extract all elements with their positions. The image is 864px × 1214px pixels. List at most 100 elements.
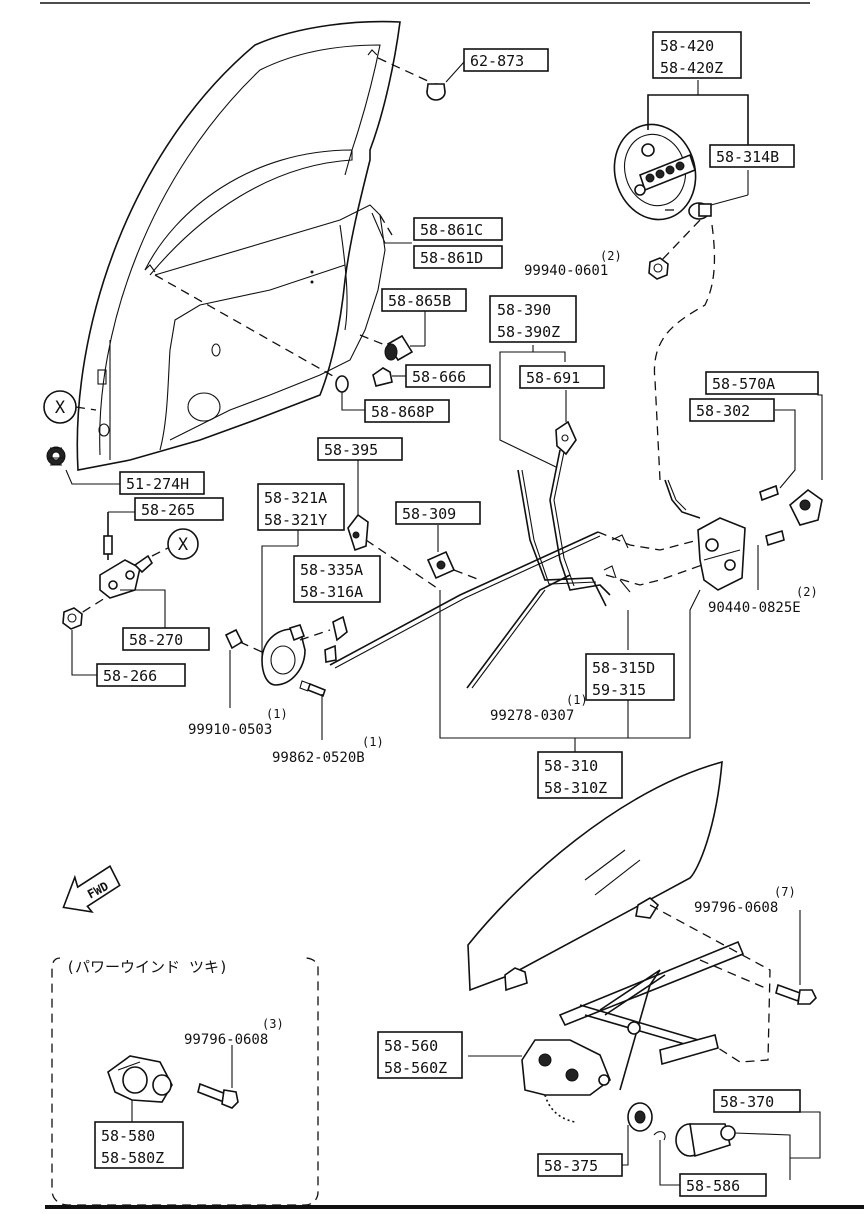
window-regulator — [521, 940, 745, 1123]
label-58868p-text: 58-868P — [371, 403, 434, 421]
label-99796a: 99796-0608 — [694, 900, 778, 916]
rods — [329, 449, 611, 689]
x-marker-label-1: X — [55, 398, 66, 418]
label-58580z-text: 58-580Z — [101, 1149, 164, 1167]
label-58321a-text: 58-321A — [264, 489, 327, 507]
label-58321a: 58-321A 58-321Y — [257, 483, 345, 531]
screw-99862 — [299, 680, 326, 698]
lock-cylinder-58314b — [688, 202, 712, 220]
label-58586-text: 58-586 — [686, 1177, 740, 1195]
label-58570a-text: 58-570A — [712, 375, 775, 393]
label-58265-text: 58-265 — [141, 501, 195, 519]
label-58666-text: 58-666 — [412, 368, 466, 386]
label-62873: 62-873 — [463, 48, 549, 72]
label-58580-text: 58-580 — [101, 1127, 155, 1145]
label-58420: 58-420 58-420Z — [652, 31, 742, 79]
label-58265: 58-265 — [134, 497, 224, 521]
label-58666: 58-666 — [405, 364, 491, 388]
pad-58666 — [372, 367, 393, 387]
label-58586: 58-586 — [679, 1173, 767, 1197]
label-58270-text: 58-270 — [129, 631, 183, 649]
label-90440: 90440-0825E — [708, 600, 801, 616]
label-58570a: 58-570A — [705, 371, 819, 395]
screw-90440 — [765, 529, 785, 547]
qty-99796b: (3) — [262, 1017, 284, 1031]
plug-58868p — [335, 375, 349, 393]
label-58302-text: 58-302 — [696, 402, 750, 420]
bolt-99796-3 — [197, 1082, 239, 1109]
washer-58375 — [627, 1102, 653, 1132]
x-marker-2: X — [167, 528, 199, 560]
label-58390: 58-390 58-390Z — [489, 295, 577, 343]
label-58314b: 58-314B — [709, 144, 795, 168]
label-58560z-text: 58-560Z — [384, 1059, 447, 1077]
label-58395: 58-395 — [317, 437, 403, 461]
nut-99940 — [648, 257, 669, 280]
label-58310-text: 58-310 — [544, 757, 598, 775]
clip-99910 — [224, 628, 244, 650]
label-58560: 58-560 58-560Z — [377, 1031, 463, 1079]
label-99278: 99278-0307 — [490, 708, 574, 724]
label-58861d-text: 58-861D — [420, 249, 483, 267]
label-58335a: 58-335A 58-316A — [293, 555, 381, 603]
label-62873-text: 62-873 — [470, 52, 524, 70]
label-58370: 58-370 — [713, 1089, 801, 1113]
label-58310: 58-310 58-310Z — [537, 751, 623, 799]
label-99862: 99862-0520B — [272, 750, 365, 766]
nut-58266 — [62, 607, 83, 630]
label-58370-text: 58-370 — [720, 1093, 774, 1111]
label-58420-text: 58-420 — [660, 37, 714, 55]
label-58691: 58-691 — [519, 365, 605, 389]
label-58321y-text: 58-321Y — [264, 511, 327, 529]
qty-99796a: (7) — [774, 885, 796, 899]
qty-99910: (1) — [266, 707, 288, 721]
label-58315d: 58-315D 59-315 — [585, 653, 675, 701]
inner-handle-58321a — [261, 624, 306, 686]
label-58865b-text: 58-865B — [388, 292, 451, 310]
label-51274h-text: 51-274H — [126, 475, 189, 493]
label-58375: 58-375 — [537, 1153, 623, 1177]
door-glass — [467, 760, 723, 992]
label-58315d-text: 58-315D — [592, 659, 655, 677]
x-marker-1: X — [43, 390, 77, 424]
power-window-inset: (パワーウインド ツキ) — [51, 957, 319, 1206]
x-marker-label-2: X — [178, 535, 189, 555]
clip-58691 — [555, 420, 577, 456]
label-58865b: 58-865B — [381, 288, 467, 312]
screw-58302 — [759, 484, 779, 502]
label-58266: 58-266 — [96, 663, 186, 687]
qty-99940: (2) — [600, 249, 622, 263]
qty-99278: (1) — [566, 693, 588, 707]
label-58375-text: 58-375 — [544, 1157, 598, 1175]
label-58861d: 58-861D — [413, 245, 503, 269]
bushing-58865b — [384, 334, 414, 362]
rod-58265 — [103, 512, 113, 560]
label-58691-text: 58-691 — [526, 369, 580, 387]
label-58316a-text: 58-316A — [300, 583, 363, 601]
door-shell — [76, 20, 401, 471]
label-58560-text: 58-560 — [384, 1037, 438, 1055]
label-58395-text: 58-395 — [324, 441, 378, 459]
label-58309-text: 58-309 — [402, 505, 456, 523]
label-58310z-text: 58-310Z — [544, 779, 607, 797]
label-58420z-text: 58-420Z — [660, 59, 723, 77]
bolt-99796-7 — [775, 983, 817, 1005]
label-58580: 58-580 58-580Z — [94, 1121, 184, 1169]
motor-58580 — [107, 1055, 173, 1103]
label-99796b: 99796-0608 — [184, 1032, 268, 1048]
link-58270 — [99, 554, 154, 599]
bracket-58335a — [324, 615, 348, 663]
label-58302: 58-302 — [689, 398, 775, 422]
qty-99862: (1) — [362, 735, 384, 749]
power-window-title: (パワーウインド ツキ) — [66, 958, 228, 976]
grommet-51274h — [46, 446, 66, 466]
clip-62873 — [426, 83, 446, 101]
label-58390z-text: 58-390Z — [497, 323, 560, 341]
fwd-arrow: FWD — [62, 865, 121, 914]
label-58861c-text: 58-861C — [420, 221, 483, 239]
switch-58309 — [426, 550, 456, 580]
label-58335a-text: 58-335A — [300, 561, 363, 579]
lock-58310 — [697, 517, 746, 591]
handle-58370 — [675, 1123, 736, 1158]
